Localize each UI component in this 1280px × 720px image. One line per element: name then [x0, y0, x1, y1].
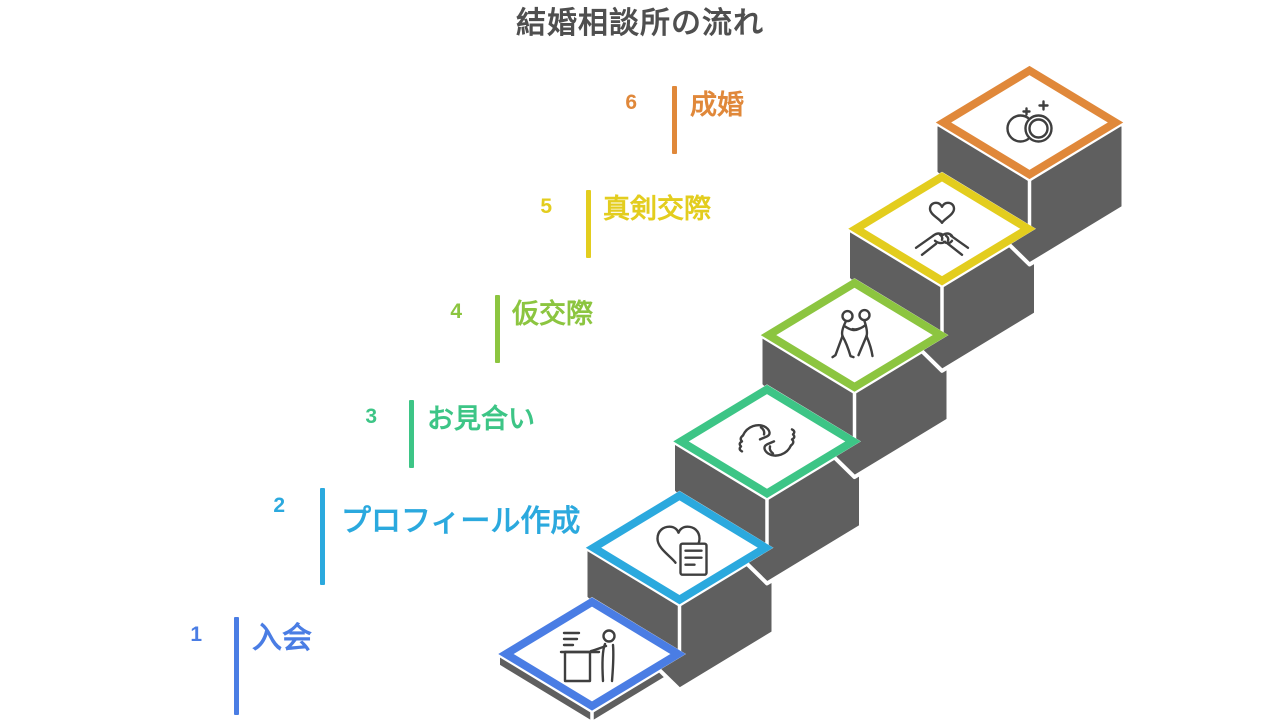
step-number-5: 5	[540, 195, 552, 218]
step-number-1: 1	[190, 623, 202, 646]
step-number-4: 4	[450, 300, 462, 323]
step-tile-3	[673, 384, 861, 499]
step-label-4: 仮交際	[512, 299, 593, 329]
step-label-1: 入会	[252, 622, 312, 655]
step-tick-line	[495, 295, 500, 363]
greeting-hands-icon	[738, 424, 796, 457]
step-tile-6	[935, 65, 1124, 180]
step-label-6: 成婚	[690, 90, 744, 120]
registration-desk-icon	[559, 629, 616, 683]
step-tile-2	[585, 490, 774, 605]
page-title: 結婚相談所の流れ	[516, 7, 764, 40]
step-number-6: 6	[625, 91, 637, 114]
step-tile-4	[760, 278, 949, 393]
step-label-3: お見合い	[427, 404, 535, 434]
heart-document-icon	[656, 525, 708, 576]
tile-colored-frame	[760, 278, 949, 392]
step-tile-1	[498, 597, 686, 711]
step-label-2: プロフィール作成	[341, 505, 581, 538]
step-number-2: 2	[273, 494, 285, 517]
tile-colored-frame	[848, 172, 1036, 286]
wedding-rings-icon	[1006, 100, 1053, 143]
tile-colored-frame	[498, 597, 686, 711]
step-tick-line	[409, 400, 414, 468]
step-label-5: 真剣交際	[603, 194, 711, 224]
clasped-hands-heart-icon	[914, 201, 970, 257]
step-tick-line	[586, 190, 591, 258]
step-tick-line	[320, 488, 325, 585]
step-tick-line	[234, 617, 239, 715]
tile-colored-frame	[673, 384, 861, 499]
walking-couple-icon	[831, 308, 874, 359]
step-tile-5	[848, 171, 1036, 286]
step-number-3: 3	[365, 405, 377, 428]
step-tick-line	[672, 86, 677, 154]
